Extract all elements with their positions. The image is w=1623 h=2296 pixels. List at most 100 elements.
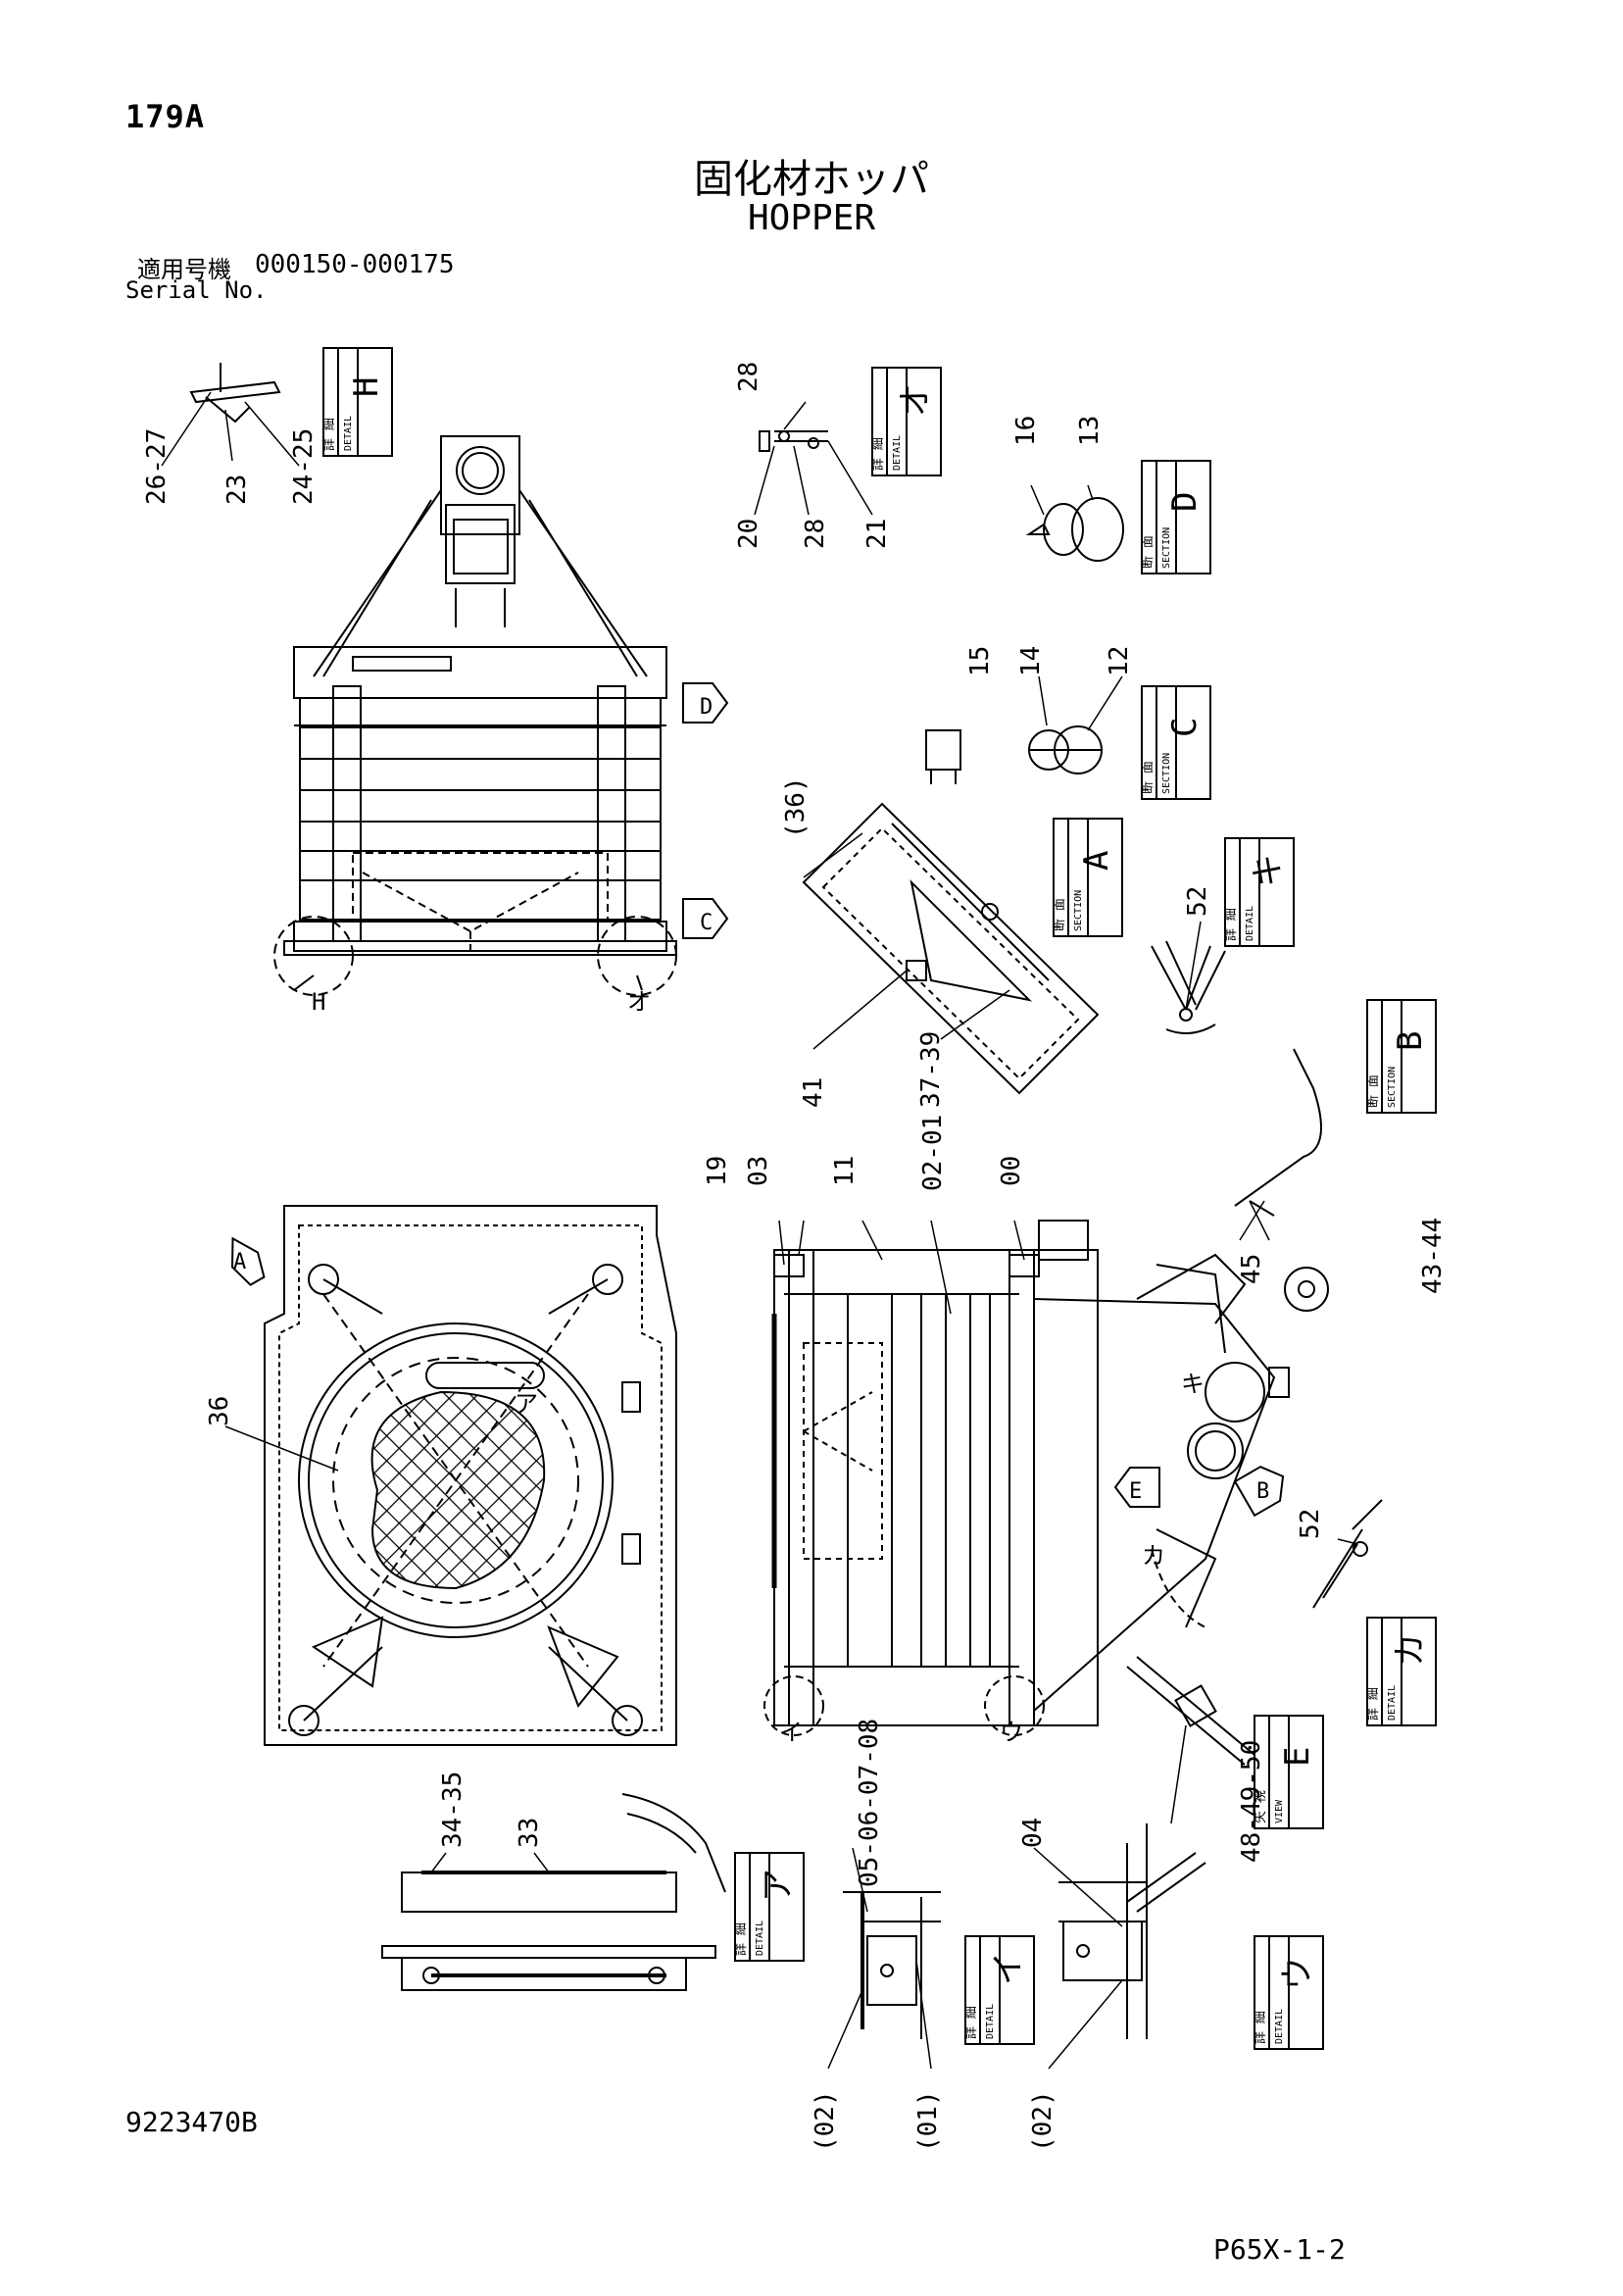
tag-A-letter: A [1077,851,1116,871]
tag-E-en: VIEW [1274,1799,1285,1823]
tag-ウ-jp: 詳 細 [1253,2011,1268,2044]
tag-O-jp: 詳 細 [870,437,886,471]
part-label: (02) [811,2090,840,2152]
detail-I-drawing [843,1891,941,2039]
arrow-label-B: B [1256,1479,1269,1504]
tag-H-en: DETAIL [343,416,354,451]
tag-detail-H [322,347,393,457]
part-label: 02-01 [918,1115,948,1191]
tag-B-en: SECTION [1387,1067,1398,1108]
tag-C-en: SECTION [1161,753,1172,794]
detail-A-drawing [381,1793,726,1991]
tag-D-letter: D [1165,492,1205,512]
tag-H-letter: H [347,377,386,397]
tag-C-jp: 断 面 [1141,761,1156,794]
detail-KI-drawing [1151,940,1226,1034]
part-label: 34-35 [438,1772,467,1848]
part-label: 41 [799,1077,828,1108]
arrow-label-E: E [1129,1479,1142,1504]
part-label: 11 [830,1156,860,1186]
tag-ア-en: DETAIL [755,1921,765,1956]
tag-イ-en: DETAIL [985,2004,996,2039]
part-label: 04 [1018,1818,1048,1848]
section-arrow-A [231,1236,266,1286]
part-label: 45 [1237,1254,1266,1284]
part-label: 20 [734,519,763,549]
part-label: 36 [205,1396,234,1426]
detail-O-drawing [759,430,828,452]
part-label: 52 [1296,1509,1325,1539]
tag-C-letter: C [1165,718,1205,737]
part-label: 00 [997,1156,1026,1186]
section-arrow-C [682,898,729,939]
tag-KI-en: DETAIL [1245,906,1255,941]
tag-view-E [1254,1715,1324,1829]
tag-texts: 詳 細 DETAIL H 詳 細 DETAIL オ 断 面 SECTION D … [321,377,1430,2044]
title-japanese: 固化材ホッパ [694,157,929,202]
part-label: 19 [703,1156,732,1186]
part-label: 16 [1011,416,1041,446]
part-label: 52 [1183,886,1212,917]
part-label: 43-44 [1418,1218,1448,1294]
tag-KA-en: DETAIL [1387,1685,1398,1721]
tag-O-en: DETAIL [892,435,903,471]
tag-A-jp: 断 面 [1053,898,1067,931]
tag-KA-letter: カ [1391,1633,1430,1667]
tag-KI-letter: キ [1249,854,1288,887]
part-label: 33 [515,1818,544,1848]
view-E-drawing [1126,1656,1255,1766]
page-code: P65X-1-2 [1213,2233,1346,2266]
part-label: 12 [1105,646,1134,676]
serial-label-japanese: 適用号機 [137,256,231,283]
detail-U-drawing [1058,1823,1206,2039]
tag-ウ-en: DETAIL [1274,2009,1285,2044]
tag-イ-jp: 詳 細 [963,2006,979,2039]
part-labels: 26-27 23 24-25 28 20 28 21 16 13 15 14 1… [142,362,1448,2152]
part-label: (01) [913,2090,943,2152]
hopper-side-view [763,1220,1099,1736]
detail-KA-drawing [1312,1499,1383,1609]
callout-U: ウ [1000,1719,1023,1746]
callout-KI: キ [1181,1371,1205,1398]
tag-ア-jp: 詳 細 [733,1922,749,1956]
tag-H-jp: 詳 細 [321,418,337,451]
part-label: 15 [965,646,995,676]
section-A-drawing [802,802,1100,1095]
part-label: (02) [1028,2090,1057,2152]
part-label: 28 [801,519,830,549]
tag-detail-U [1254,1935,1324,2050]
part-label: 23 [222,474,252,505]
tag-section-A [1053,818,1123,937]
title-english: HOPPER [747,198,876,238]
tag-detail-KI [1224,837,1295,947]
callout-I: イ [779,1719,803,1746]
arrow-label-A: A [233,1250,246,1274]
part-label: 28 [734,362,763,392]
part-label: 24-25 [289,428,319,505]
section-D-drawing [1025,497,1124,562]
part-label: 37-39 [916,1031,946,1108]
part-label: 48-49-50 [1237,1740,1266,1863]
section-arrow-D [682,682,729,724]
part-label: 21 [862,519,892,549]
serial-label-english: Serial No. [125,276,268,304]
part-label: 14 [1016,646,1046,676]
tag-detail-I [964,1935,1035,2045]
tag-detail-A [734,1852,805,1962]
view-arrow-E [1113,1467,1160,1508]
part-label: (36) [781,776,811,838]
tag-E-letter: E [1278,1747,1317,1767]
tag-KI-jp: 詳 細 [1223,908,1239,941]
page-number: 179A [125,98,206,135]
tag-B-jp: 断 面 [1366,1074,1381,1108]
tag-E-jp: 矢 視 [1254,1790,1268,1823]
section-arrow-B [1233,1466,1285,1518]
serial-range: 000150-000175 [255,250,455,279]
tag-ウ-letter: ウ [1278,1957,1317,1990]
part-label: 03 [744,1156,773,1186]
hopper-plan-view [264,1205,677,1746]
tag-detail-KA [1366,1617,1437,1726]
tag-B-letter: B [1391,1031,1430,1051]
tag-D-jp: 断 面 [1141,535,1156,569]
